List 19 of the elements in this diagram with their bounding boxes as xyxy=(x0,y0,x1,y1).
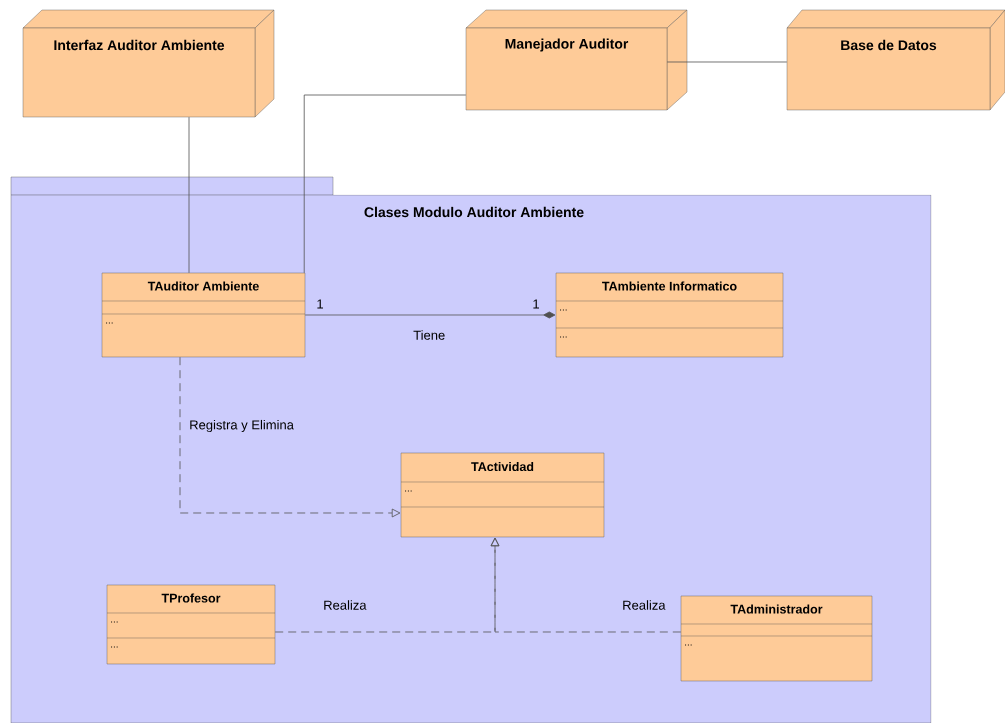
class-box: TAuditor Ambiente ... xyxy=(101,272,306,358)
class-box: TProfesor ... ... xyxy=(106,584,276,665)
class-box: TAdministrador ... xyxy=(680,595,873,682)
connector xyxy=(490,537,682,633)
connector xyxy=(666,61,788,63)
edge-label: Realiza xyxy=(322,599,368,611)
connector xyxy=(179,356,401,518)
node-box: Manejador Auditor xyxy=(465,9,688,111)
connector xyxy=(304,311,556,319)
node-box: Interfaz Auditor Ambiente xyxy=(22,9,275,118)
class-box: TAmbiente Informatico ... ... xyxy=(555,272,784,358)
multiplicity: 1 xyxy=(317,299,323,309)
edge-label: Tiene xyxy=(412,329,447,341)
node-box: Base de Datos xyxy=(786,9,1005,111)
edge-label: Realiza xyxy=(621,599,667,611)
connector xyxy=(188,116,190,274)
class-box: TActividad ... xyxy=(400,452,605,538)
connector xyxy=(303,94,467,274)
multiplicity: 1 xyxy=(533,299,539,309)
